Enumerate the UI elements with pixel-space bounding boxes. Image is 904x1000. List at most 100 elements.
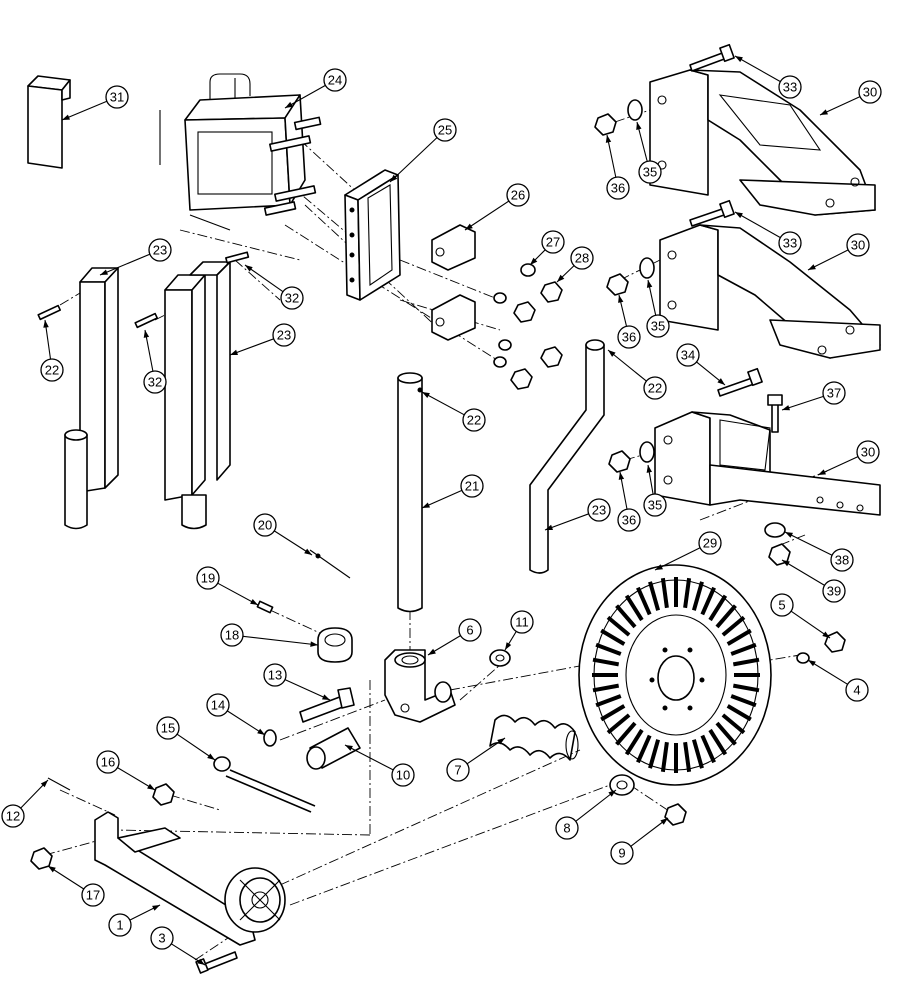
- callout-leader: [807, 249, 849, 271]
- callout-circle: [856, 440, 880, 464]
- part-20-spring-pin: [309, 549, 351, 579]
- callout-circle: [108, 913, 132, 937]
- callout-circle: [81, 883, 105, 907]
- callout-arrowhead: [100, 269, 108, 275]
- disc-slot: [708, 728, 728, 756]
- disc-slot: [624, 728, 644, 756]
- callout-circle: [156, 716, 180, 740]
- callout-circle: [220, 623, 244, 647]
- callout-circle: [610, 841, 634, 865]
- disc-slot: [624, 594, 644, 622]
- callout-arrowhead: [818, 469, 826, 475]
- callout-31: 31: [61, 85, 129, 121]
- callout-circle: [40, 358, 64, 382]
- callout-arrowhead: [820, 109, 828, 115]
- callout-leader: [790, 610, 831, 639]
- callout-label: 16: [101, 755, 115, 770]
- part-29-disc-blade: [578, 564, 772, 786]
- callout-leader: [99, 253, 151, 276]
- disc-slot: [715, 721, 737, 746]
- callout-24: 24: [284, 68, 347, 109]
- callout-arrowhead: [428, 648, 436, 655]
- callout-22: 22: [421, 391, 486, 432]
- part-13-bolt: [299, 687, 355, 723]
- disc-slot: [600, 704, 626, 722]
- part-23-left-arm: [64, 267, 119, 530]
- callout-label: 23: [277, 328, 291, 343]
- callout-label: 14: [211, 698, 225, 713]
- disc-slot: [732, 657, 760, 667]
- callout-35: 35: [636, 121, 662, 184]
- callout-label: 39: [827, 584, 841, 599]
- part-15-eye-bolt: [213, 756, 316, 813]
- callout-36: 36: [605, 134, 630, 200]
- disc-slot: [648, 581, 661, 611]
- part-17-nut: [30, 847, 53, 870]
- callout-arrowhead: [646, 280, 653, 288]
- part-38-washer: [764, 522, 786, 538]
- callout-label: 10: [396, 768, 410, 783]
- callout-arrowhead: [304, 548, 312, 555]
- callout-30: 30: [807, 233, 870, 271]
- part-35-washer-bottom: [639, 441, 655, 463]
- part-6-pivot-block: [384, 649, 456, 723]
- callout-label: 1: [116, 918, 123, 933]
- callout-label: 18: [225, 628, 239, 643]
- callout-38: 38: [784, 531, 854, 572]
- part-33-bolt-middle: [689, 199, 735, 227]
- callout-arrowhead: [48, 866, 56, 873]
- callout-arrowhead: [422, 502, 430, 508]
- callout-arrowhead: [636, 122, 642, 130]
- part-23-bent-tube: [529, 339, 605, 574]
- callout-28: 28: [556, 246, 594, 283]
- callout-35: 35: [643, 464, 667, 517]
- callout-circle: [555, 816, 579, 840]
- callout-27: 27: [529, 230, 565, 266]
- callout-arrowhead: [147, 783, 155, 790]
- callout-leader: [229, 338, 274, 356]
- callout-20: 20: [253, 513, 313, 556]
- callout-arrowhead: [808, 264, 816, 270]
- callout-arrowhead: [785, 532, 793, 538]
- callout-26: 26: [464, 183, 530, 231]
- callout-label: 8: [563, 821, 570, 836]
- callout-circle: [458, 618, 482, 642]
- callout-circle: [617, 508, 641, 532]
- part-23-middle-arm: [164, 261, 231, 530]
- callout-8: 8: [555, 789, 617, 840]
- part-25-mounting-plate: [344, 169, 401, 301]
- callout-19: 19: [196, 566, 259, 606]
- callout-arrowhead: [808, 660, 816, 667]
- callout-33: 33: [734, 55, 802, 99]
- callout-label: 22: [648, 381, 662, 396]
- callout-35: 35: [646, 279, 670, 338]
- callout-circle: [587, 498, 611, 522]
- callout-circle: [778, 75, 802, 99]
- callout-label: 30: [861, 445, 875, 460]
- callout-leader: [807, 659, 848, 685]
- disc-slot: [721, 615, 746, 637]
- callout-circle: [646, 314, 670, 338]
- callout-circle: [846, 233, 870, 257]
- pins-22-32: [37, 251, 250, 329]
- disc-slot: [691, 581, 704, 611]
- callout-circle: [280, 286, 304, 310]
- callout-arrowhead: [322, 694, 330, 700]
- part-21-shaft: [397, 372, 423, 613]
- callout-circle: [510, 610, 534, 634]
- callout-circle: [446, 758, 470, 782]
- callout-arrowhead: [390, 174, 398, 182]
- callout-label: 19: [201, 571, 215, 586]
- callout-arrowhead: [465, 223, 473, 230]
- disc-slot: [595, 694, 622, 708]
- callout-arrowhead: [250, 599, 258, 605]
- disc-slot: [600, 628, 626, 646]
- callout-arrowhead: [618, 295, 624, 303]
- callout-label: 38: [835, 553, 849, 568]
- callout-leader: [734, 55, 781, 83]
- part-12-cotter-pin: [47, 777, 71, 791]
- callout-22: 22: [40, 319, 64, 382]
- callout-label: 36: [622, 330, 636, 345]
- callout-circle: [638, 160, 662, 184]
- callout-label: 4: [853, 683, 860, 698]
